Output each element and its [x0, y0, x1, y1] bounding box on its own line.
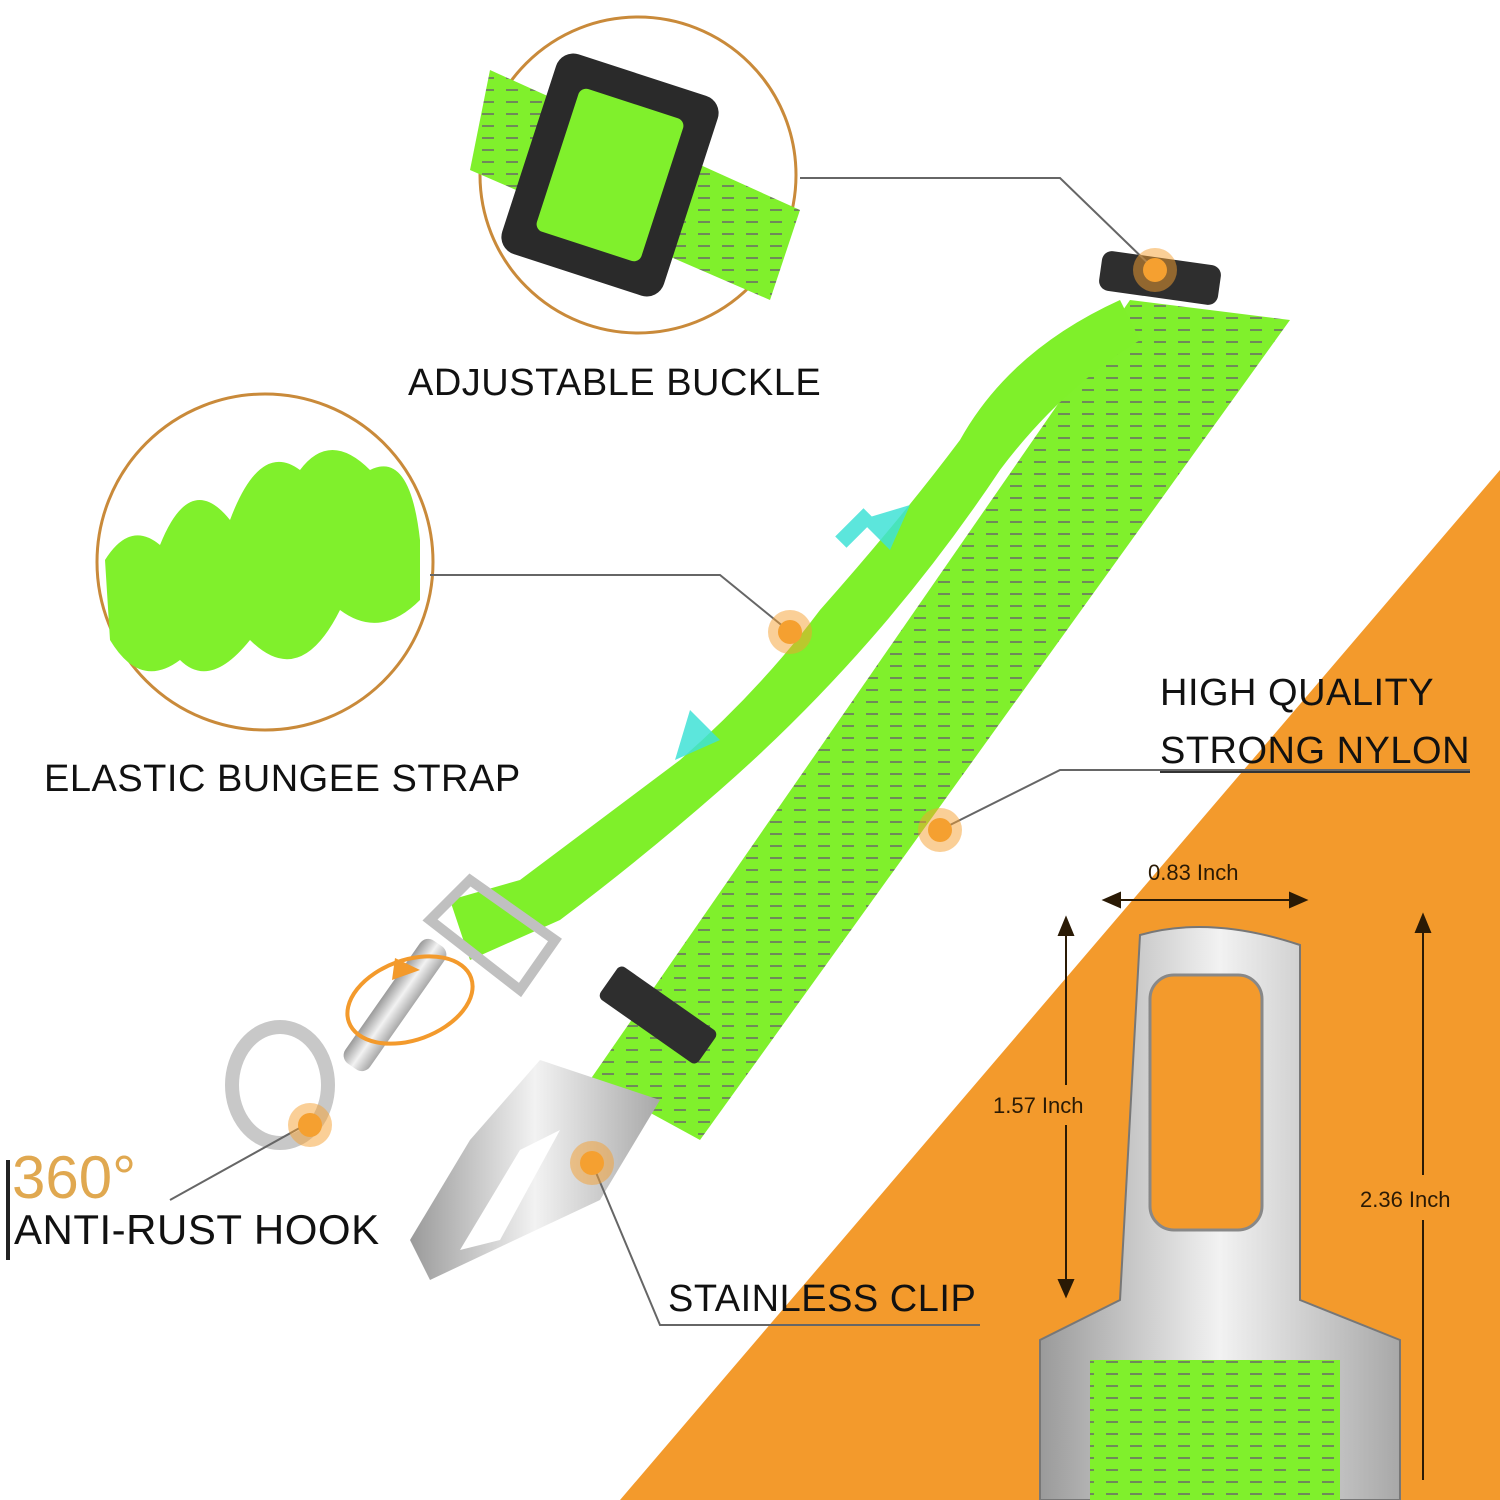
elastic-bungee-label: ELASTIC BUNGEE STRAP: [44, 758, 521, 800]
nylon-label-line1: HIGH QUALITY: [1160, 672, 1435, 714]
hook-label: ANTI-RUST HOOK: [14, 1206, 380, 1253]
clip-label: STAINLESS CLIP: [668, 1278, 977, 1320]
nylon-strap: [590, 300, 1290, 1140]
bungee-zoom-circle: [95, 392, 435, 732]
buckle-zoom-circle: [470, 15, 800, 335]
seatbelt-clip-small: [410, 1060, 660, 1280]
adjustable-buckle-label: ADJUSTABLE BUCKLE: [408, 362, 822, 404]
swivel-hook: [225, 873, 562, 1150]
dimension-total-height: 2.36 Inch: [1360, 1187, 1451, 1212]
dimension-slot-height: 1.57 Inch: [993, 1093, 1084, 1118]
callout-dots: [288, 248, 1177, 1185]
bungee-strap: [450, 300, 1140, 960]
dimension-width: 0.83 Inch: [1148, 860, 1239, 885]
dimension-arrows: [1057, 891, 1432, 1480]
nylon-label-line2: STRONG NYLON: [1160, 730, 1471, 772]
seatbelt-clip-large: [1039, 926, 1401, 1500]
hook-degree-label: 360°: [12, 1144, 137, 1211]
